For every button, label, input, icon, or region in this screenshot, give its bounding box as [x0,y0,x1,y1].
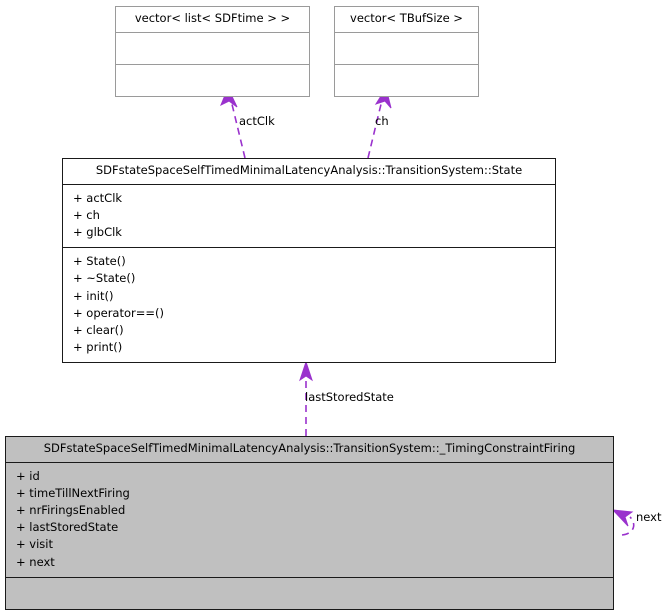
class-methods-compartment [116,63,309,96]
class-box-vector-tbufsize[interactable]: vector< TBufSize > [334,6,479,97]
edge-next [611,509,635,536]
edge-label-actclk: actClk [239,114,275,128]
class-attributes-compartment: + actClk + ch + glbClk [63,185,555,248]
class-method: + clear() [73,322,124,337]
class-title: SDFstateSpaceSelfTimedMinimalLatencyAnal… [63,159,555,185]
class-box-vector-list-sdftime[interactable]: vector< list< SDFtime > > [115,6,310,97]
class-attribute: + timeTillNextFiring [16,485,130,500]
class-title: vector< list< SDFtime > > [116,7,309,33]
class-attribute: + visit [16,537,53,552]
class-box-state[interactable]: SDFstateSpaceSelfTimedMinimalLatencyAnal… [62,158,556,364]
edge-laststoredstate-arrowhead [299,360,313,382]
class-method: + ~State() [73,271,136,286]
edge-label-ch: ch [375,114,389,128]
class-attributes-compartment [335,33,478,64]
class-methods-compartment [335,63,478,96]
edge-label-laststoredstate: lastStoredState [305,390,394,404]
edge-label-next: next [636,510,662,524]
class-method: + print() [73,340,123,355]
class-method: + State() [73,254,126,269]
class-attribute: + lastStoredState [16,520,119,535]
class-methods-compartment [6,576,613,609]
class-attribute: + next [16,554,55,569]
class-attributes-compartment: + id + timeTillNextFiring + nrFiringsEna… [6,463,613,577]
class-attributes-compartment [116,33,309,64]
class-method: + operator==() [73,305,164,320]
class-method: + init() [73,288,114,303]
class-methods-compartment: + State() + ~State() + init() + operator… [63,247,555,362]
class-attribute: + ch [73,207,100,222]
class-box-timing-constraint-firing[interactable]: SDFstateSpaceSelfTimedMinimalLatencyAnal… [5,436,614,610]
class-attribute: + actClk [73,190,123,205]
class-attribute: + id [16,468,40,483]
edge-next-arrowhead [611,509,634,527]
class-title: vector< TBufSize > [335,7,478,33]
edge-next-line [621,516,635,536]
class-attribute: + nrFiringsEnabled [16,502,126,517]
class-attribute: + glbClk [73,224,122,239]
class-title: SDFstateSpaceSelfTimedMinimalLatencyAnal… [6,437,613,463]
